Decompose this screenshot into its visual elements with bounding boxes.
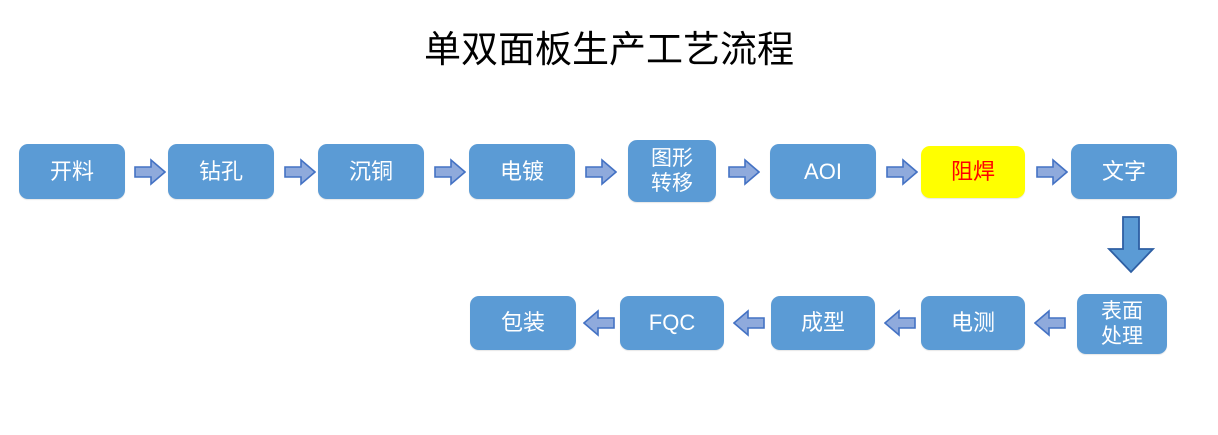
flow-node-chentong[interactable]: 沉铜 xyxy=(318,144,424,199)
arrow-right-icon xyxy=(728,157,760,187)
arrow-right-icon xyxy=(284,157,316,187)
flow-node-biaomianchuli[interactable]: 表面 处理 xyxy=(1077,294,1167,354)
flow-node-baozhuang[interactable]: 包装 xyxy=(470,296,576,350)
arrow-right-icon xyxy=(134,157,166,187)
flow-node-zuankong[interactable]: 钻孔 xyxy=(168,144,274,199)
flow-node-zuhan[interactable]: 阻焊 xyxy=(921,146,1025,198)
flow-node-aoi[interactable]: AOI xyxy=(770,144,876,199)
arrow-right-icon xyxy=(585,157,617,187)
flow-node-kailiao[interactable]: 开料 xyxy=(19,144,125,199)
arrow-down-icon xyxy=(1106,216,1156,274)
arrow-right-icon xyxy=(434,157,466,187)
arrow-left-icon xyxy=(733,308,765,338)
flow-node-tuxingzhuanyi[interactable]: 图形 转移 xyxy=(628,140,716,202)
arrow-right-icon xyxy=(886,157,918,187)
page-title: 单双面板生产工艺流程 xyxy=(424,30,794,71)
flow-node-wenzi[interactable]: 文字 xyxy=(1071,144,1177,199)
arrow-left-icon xyxy=(1034,308,1066,338)
arrow-left-icon xyxy=(884,308,916,338)
flow-node-fqc[interactable]: FQC xyxy=(620,296,724,350)
arrow-right-icon xyxy=(1036,157,1068,187)
flow-node-diance[interactable]: 电测 xyxy=(921,296,1025,350)
flow-node-chengxing[interactable]: 成型 xyxy=(771,296,875,350)
arrow-left-icon xyxy=(583,308,615,338)
flow-node-diandu[interactable]: 电镀 xyxy=(469,144,575,199)
